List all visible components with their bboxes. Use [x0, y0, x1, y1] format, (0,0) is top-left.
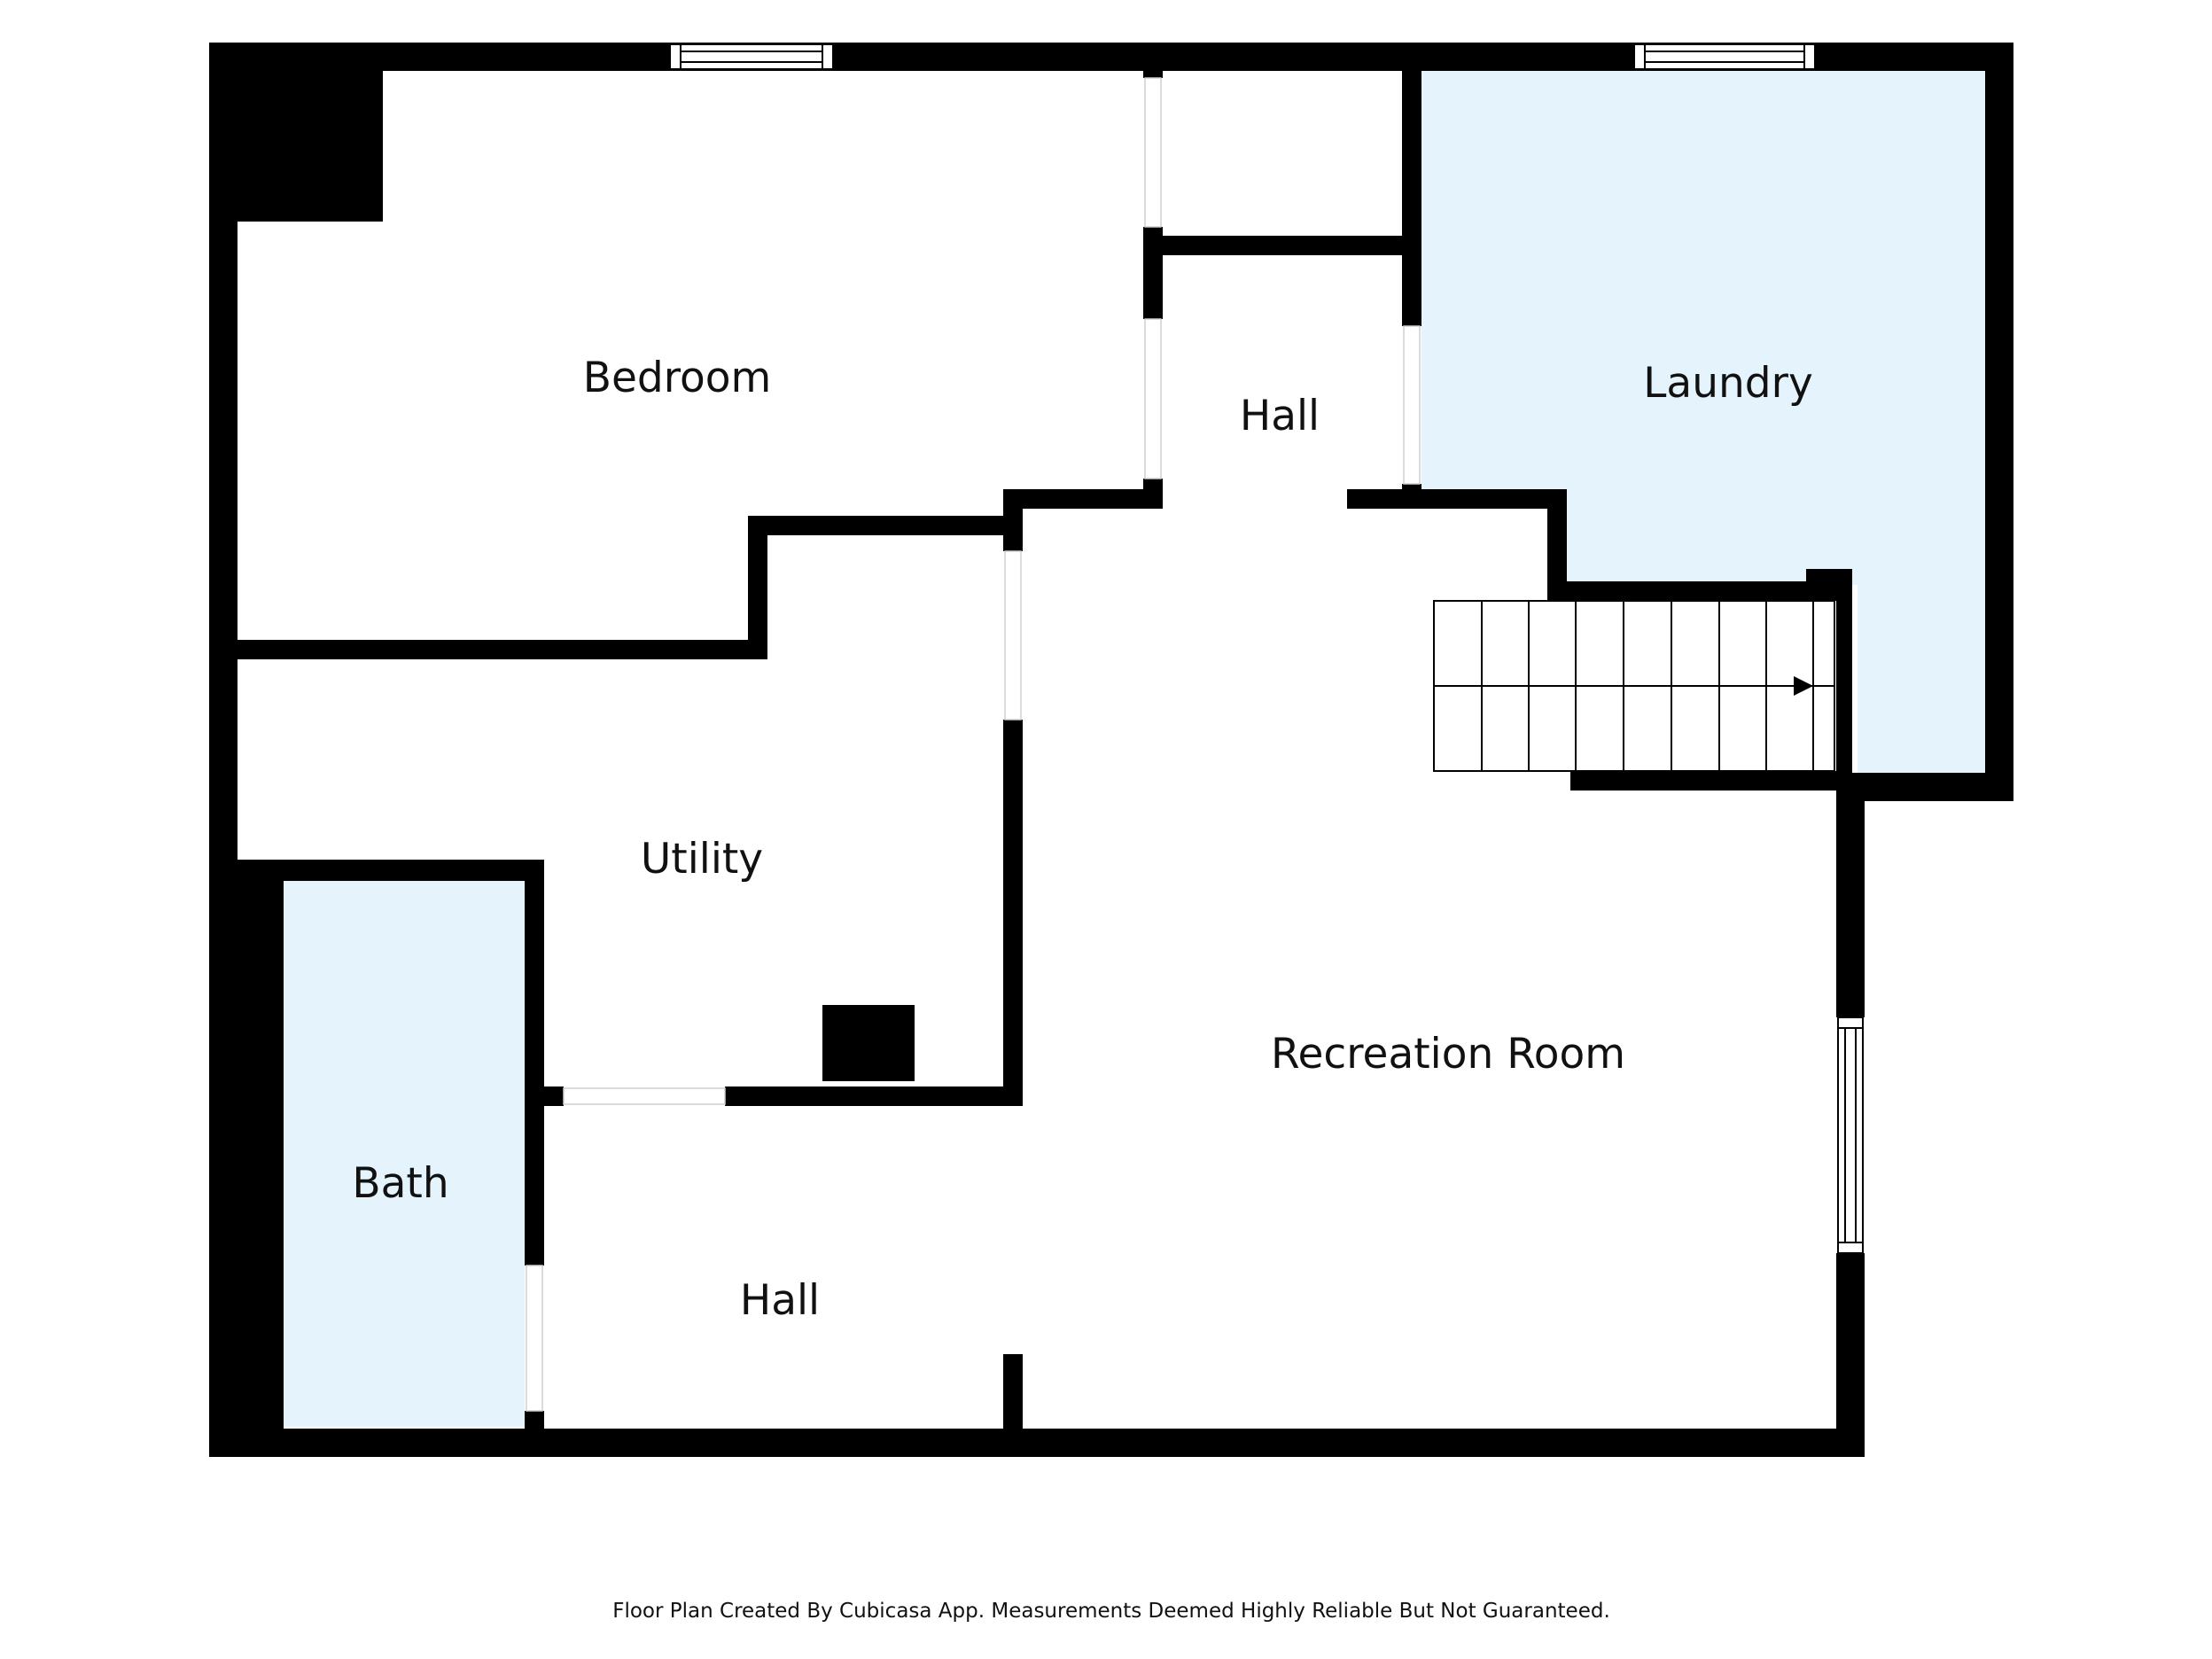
- wall-bath-right-a: [525, 860, 544, 1266]
- wall-utility-bottom: [725, 1087, 1023, 1106]
- wall-stair-bottom: [1570, 771, 1852, 791]
- window-recreation: [1837, 1016, 1864, 1254]
- outer-wall-bottom: [209, 1429, 1865, 1457]
- outer-wall-right-upper: [1985, 43, 2013, 801]
- wall-bedroom-step-top: [748, 516, 1014, 535]
- label-hall-upper: Hall: [1240, 392, 1320, 440]
- outer-wall-laundry-bottom: [1836, 773, 2013, 801]
- label-bedroom: Bedroom: [583, 354, 772, 402]
- furnace-block: [822, 1005, 915, 1081]
- wall-hall-bottom-right: [1347, 489, 1567, 509]
- wall-bedroom-bottom: [238, 640, 767, 659]
- window-laundry: [1633, 43, 1816, 70]
- wall-hall-rec-stub: [1003, 1354, 1023, 1457]
- room-labels: Bedroom Hall Laundry Utility Recreation …: [352, 354, 1812, 1325]
- wall-laundry-step: [1547, 489, 1567, 601]
- wall-bedroom-step: [748, 516, 767, 659]
- door-utility-rec[interactable]: [1004, 550, 1022, 720]
- footer-disclaimer: Floor Plan Created By Cubicasa App. Meas…: [612, 1600, 1610, 1623]
- bath-fill: [284, 881, 525, 1427]
- room-fills: [284, 71, 1985, 1427]
- door-laundry[interactable]: [1403, 325, 1421, 485]
- label-recreation-room: Recreation Room: [1271, 1030, 1625, 1079]
- wall-utility-bottom-stub: [542, 1087, 564, 1106]
- door-bedroom-closet[interactable]: [1144, 77, 1162, 228]
- wall-utility-rec-b: [1003, 720, 1023, 1106]
- wall-utility-rec-a: [1003, 489, 1023, 551]
- wall-stair-right: [1836, 569, 1852, 791]
- label-laundry: Laundry: [1643, 359, 1813, 408]
- chimney-block: [209, 43, 383, 222]
- wall-bath-right-b: [525, 1411, 544, 1457]
- outer-wall-right-lower-a: [1836, 773, 1865, 1017]
- door-openings: [526, 77, 1421, 1412]
- wall-hall-laundry-a: [1402, 43, 1421, 326]
- stair-arrow-icon: [1794, 676, 1813, 696]
- outer-wall-right-lower-b: [1836, 1253, 1865, 1457]
- label-bath: Bath: [352, 1159, 448, 1208]
- left-wall-bath-thick: [209, 861, 284, 1457]
- laundry-fill: [1421, 71, 1985, 773]
- label-utility: Utility: [641, 835, 763, 884]
- door-bedroom-hall[interactable]: [1144, 318, 1162, 479]
- windows: [669, 43, 1864, 1254]
- staircase: [1433, 600, 1835, 772]
- walls: [209, 43, 2013, 1457]
- door-utility-hall[interactable]: [563, 1087, 726, 1105]
- wall-laundry-stair-top: [1547, 581, 1852, 601]
- wall-closet-bottom: [1143, 236, 1418, 255]
- wall-bath-top: [209, 860, 544, 881]
- label-hall-lower: Hall: [740, 1276, 820, 1325]
- wall-bedroom-hall-a: [1143, 43, 1163, 78]
- window-bedroom: [669, 43, 834, 70]
- wall-hall-bottom-left: [1003, 489, 1163, 509]
- door-bath[interactable]: [526, 1265, 543, 1412]
